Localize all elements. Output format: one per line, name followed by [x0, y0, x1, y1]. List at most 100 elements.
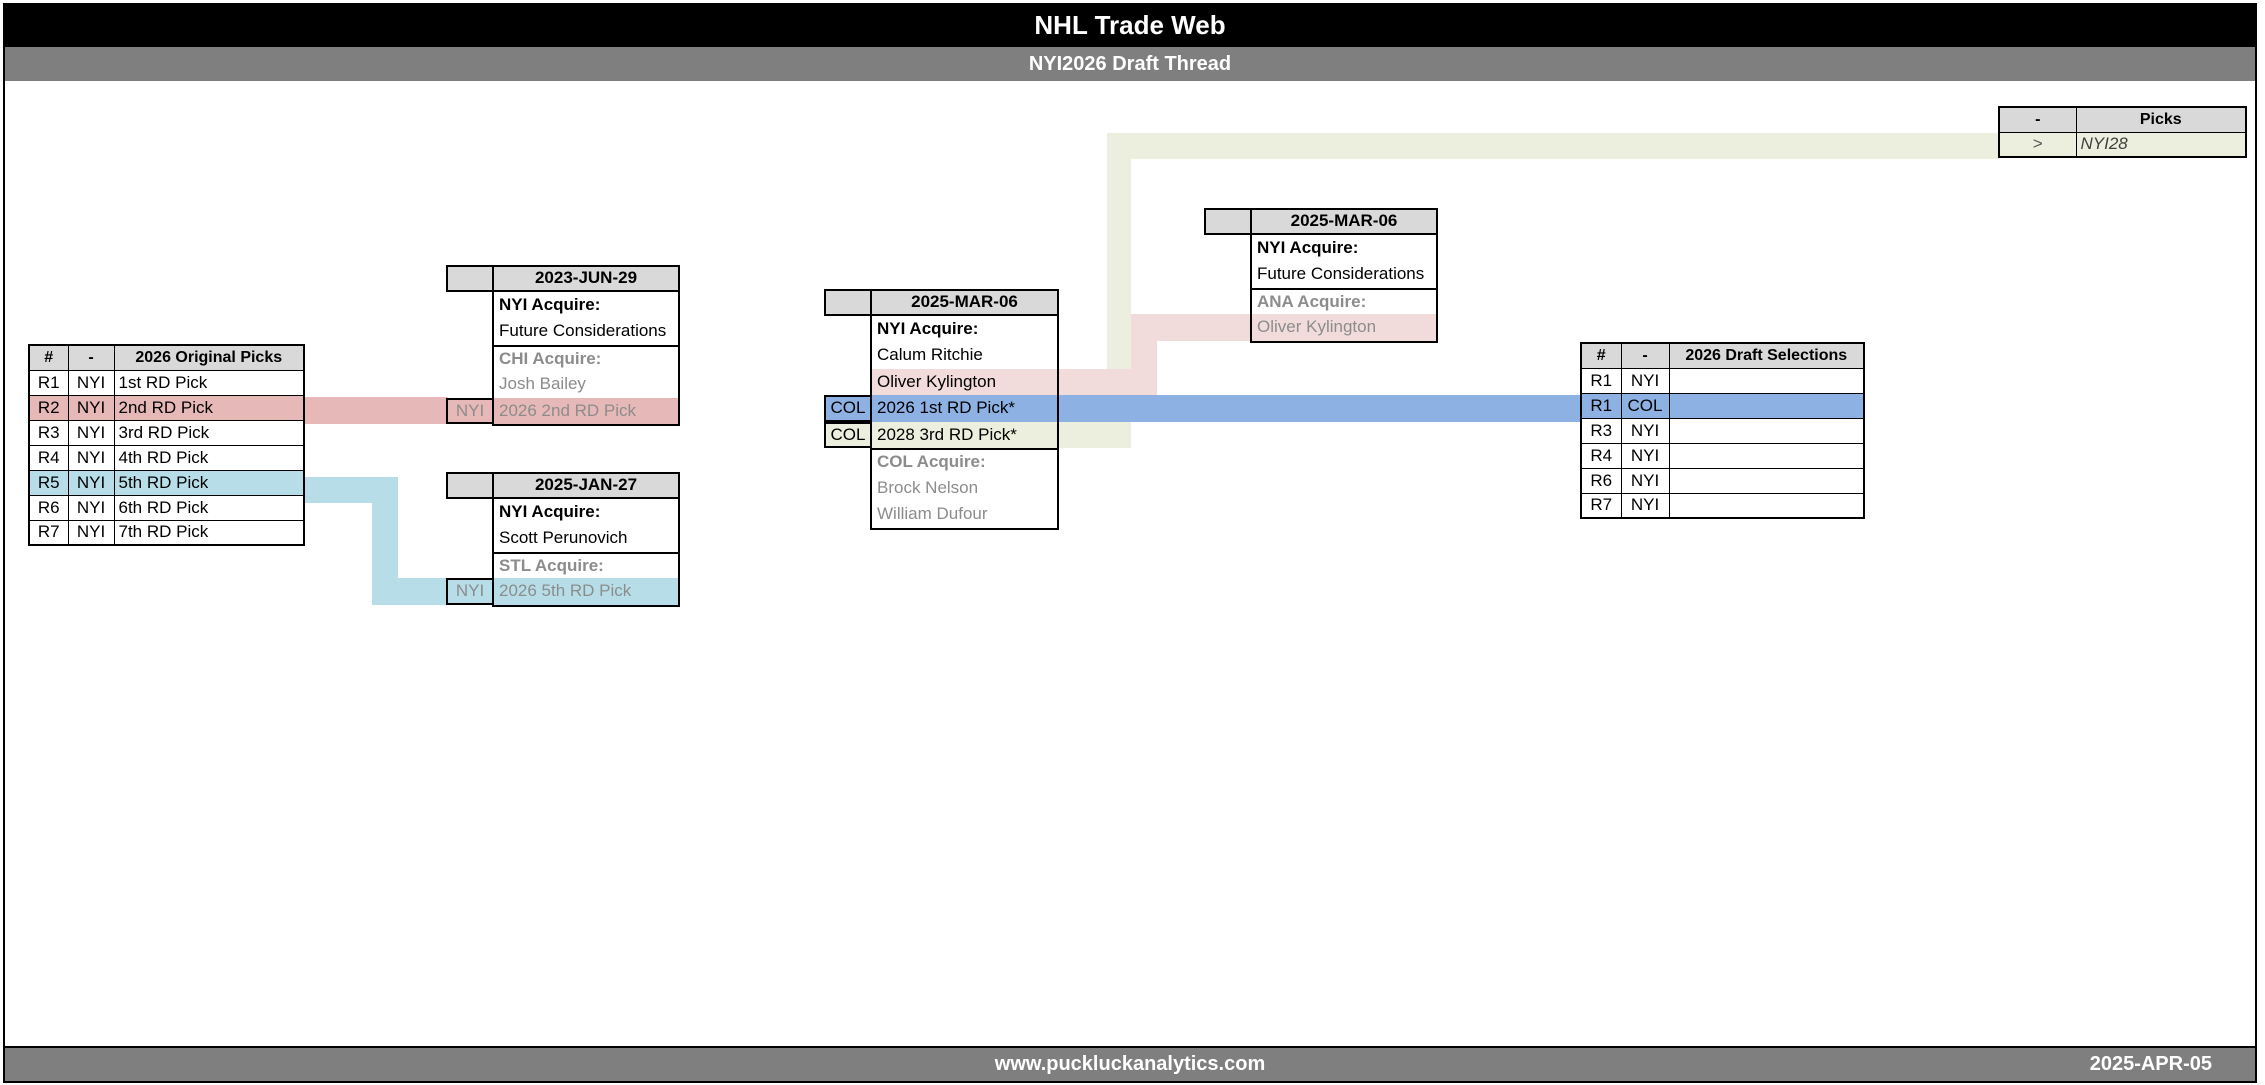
- pick-cell: 2nd RD Pick: [113, 394, 305, 421]
- table-header-row: - Picks: [1998, 106, 2247, 133]
- table-row-acquired-from-col: R1 COL: [1580, 392, 1865, 419]
- trade-body: NYI Acquire: Future Considerations ANA A…: [1250, 234, 1438, 343]
- table-row: R3 NYI: [1580, 417, 1865, 444]
- footer-date: 2025-APR-05: [2089, 1053, 2212, 1075]
- acquired-asset: Brock Nelson: [877, 477, 979, 497]
- acquired-asset: Future Considerations: [1257, 264, 1425, 283]
- column-header-title: 2026 Draft Selections: [1668, 342, 1865, 369]
- column-header-team: -: [67, 344, 115, 371]
- round-cell: R7: [28, 519, 69, 546]
- table-row: R6 NYI 6th RD Pick: [28, 494, 305, 521]
- team-cell: NYI: [67, 369, 115, 396]
- connector-2nd-rd-pick: [300, 397, 448, 424]
- round-cell: R1: [1580, 367, 1622, 394]
- round-cell: R4: [1580, 442, 1622, 469]
- table-row: R4 NYI 4th RD Pick: [28, 444, 305, 471]
- team-cell: NYI: [1620, 442, 1670, 469]
- team-cell: NYI: [1620, 367, 1670, 394]
- pick-cell: 3rd RD Pick: [113, 419, 305, 446]
- round-cell: R4: [28, 444, 69, 471]
- connector-2026-1st-pick: [1057, 395, 1582, 422]
- connector-2028-3rd-pick-top: [1107, 132, 2000, 159]
- pick-cell: [1668, 392, 1865, 419]
- trade-date-header: 2025-MAR-06: [1250, 208, 1438, 235]
- acquired-asset: William Dufour: [877, 504, 988, 523]
- draft-selections-table: # - 2026 Draft Selections R1 NYI R1 COL …: [1580, 342, 1865, 519]
- trade-date-header: 2025-MAR-06: [870, 289, 1059, 316]
- acquired-asset: Josh Bailey: [499, 374, 586, 393]
- team-cell: NYI: [1620, 417, 1670, 444]
- team-cell: NYI: [67, 494, 115, 521]
- table-row: R6 NYI: [1580, 467, 1865, 494]
- table-header-row: # - 2026 Draft Selections: [1580, 342, 1865, 369]
- table-row-incoming-pick: > NYI28: [1998, 131, 2247, 158]
- acquired-pick-cell: 2028 3rd RD Pick*: [872, 421, 1057, 448]
- nyi-acquire-label: NYI Acquire:: [1257, 237, 1359, 257]
- table-row-traded-to-chi: R2 NYI 2nd RD Pick: [28, 394, 305, 421]
- trade-header-spacer-cell: [824, 289, 872, 316]
- table-row: R7 NYI: [1580, 492, 1865, 519]
- nyi-acquire-label: NYI Acquire:: [499, 294, 601, 314]
- team-cell: COL: [1620, 392, 1670, 419]
- table-row-traded-to-stl: R5 NYI 5th RD Pick: [28, 469, 305, 496]
- pick-cell: [1668, 442, 1865, 469]
- traded-pick-cell: 2026 5th RD Pick: [494, 578, 678, 605]
- column-header-num: #: [28, 344, 69, 371]
- column-header-team: -: [1620, 342, 1670, 369]
- pick-cell: [1668, 417, 1865, 444]
- picks-table: - Picks > NYI28: [1998, 106, 2247, 158]
- pick-cell: 6th RD Pick: [113, 494, 305, 521]
- arrow-cell: >: [1998, 131, 2077, 158]
- pick-cell: NYI28: [2075, 131, 2247, 158]
- round-cell: R1: [28, 369, 69, 396]
- team-cell: NYI: [1620, 492, 1670, 519]
- trade-table-2025-mar-06-col: 2025-MAR-06 NYI Acquire: Calum Ritchie O…: [824, 289, 1059, 530]
- round-cell: R3: [1580, 417, 1622, 444]
- traded-pick-cell: 2026 2nd RD Pick: [494, 397, 678, 424]
- trade-date-header: 2023-JUN-29: [492, 265, 680, 292]
- original-picks-table: # - 2026 Original Picks R1 NYI 1st RD Pi…: [28, 344, 305, 546]
- table-row: R1 NYI 1st RD Pick: [28, 369, 305, 396]
- round-cell: R1: [1580, 392, 1622, 419]
- acquired-pick-cell: 2026 1st RD Pick*: [872, 395, 1057, 422]
- acquired-asset-kylington: Oliver Kylington: [872, 368, 1057, 395]
- pick-cell: 5th RD Pick: [113, 469, 305, 496]
- column-header-title: Picks: [2075, 106, 2247, 133]
- pick-origin-team-cell: NYI: [446, 397, 494, 424]
- trade-header-spacer-cell: [446, 472, 494, 499]
- round-cell: R2: [28, 394, 69, 421]
- nyi-acquire-label: NYI Acquire:: [877, 318, 979, 338]
- other-acquire-label: CHI Acquire:: [494, 344, 678, 372]
- pick-cell: [1668, 367, 1865, 394]
- page-title: NHL Trade Web: [1034, 9, 1226, 40]
- column-header-title: 2026 Original Picks: [113, 344, 305, 371]
- trade-body: NYI Acquire: Scott Perunovich STL Acquir…: [492, 498, 680, 607]
- column-header-num: #: [1580, 342, 1622, 369]
- page-subtitle: NYI2026 Draft Thread: [1028, 52, 1232, 75]
- column-header-team: -: [1998, 106, 2077, 133]
- pick-origin-team-cell: COL: [824, 421, 872, 448]
- nyi-acquire-label: NYI Acquire:: [499, 501, 601, 521]
- acquired-asset: Future Considerations: [499, 321, 667, 340]
- table-row: R3 NYI 3rd RD Pick: [28, 419, 305, 446]
- connector-2028-3rd-pick-start: [1057, 421, 1131, 448]
- trade-table-2023-jun-29: 2023-JUN-29 NYI Acquire: Future Consider…: [446, 265, 680, 426]
- team-cell: NYI: [1620, 467, 1670, 494]
- connector-5th-rd-pick-end: [372, 578, 448, 605]
- round-cell: R6: [28, 494, 69, 521]
- title-bar: NHL Trade Web: [3, 3, 2257, 47]
- pick-cell: 7th RD Pick: [113, 519, 305, 546]
- pick-cell: 4th RD Pick: [113, 444, 305, 471]
- trade-table-2025-jan-27: 2025-JAN-27 NYI Acquire: Scott Perunovic…: [446, 472, 680, 607]
- other-acquire-label: COL Acquire:: [872, 448, 1057, 475]
- pick-cell: [1668, 492, 1865, 519]
- round-cell: R3: [28, 419, 69, 446]
- other-acquire-label: ANA Acquire:: [1252, 287, 1436, 315]
- trade-date-header: 2025-JAN-27: [492, 472, 680, 499]
- pick-cell: 1st RD Pick: [113, 369, 305, 396]
- team-cell: NYI: [67, 519, 115, 546]
- footer-site: www.puckluckanalytics.com: [994, 1053, 1266, 1075]
- connector-kylington-end: [1131, 314, 1254, 341]
- table-row: R1 NYI: [1580, 367, 1865, 394]
- team-cell: NYI: [67, 419, 115, 446]
